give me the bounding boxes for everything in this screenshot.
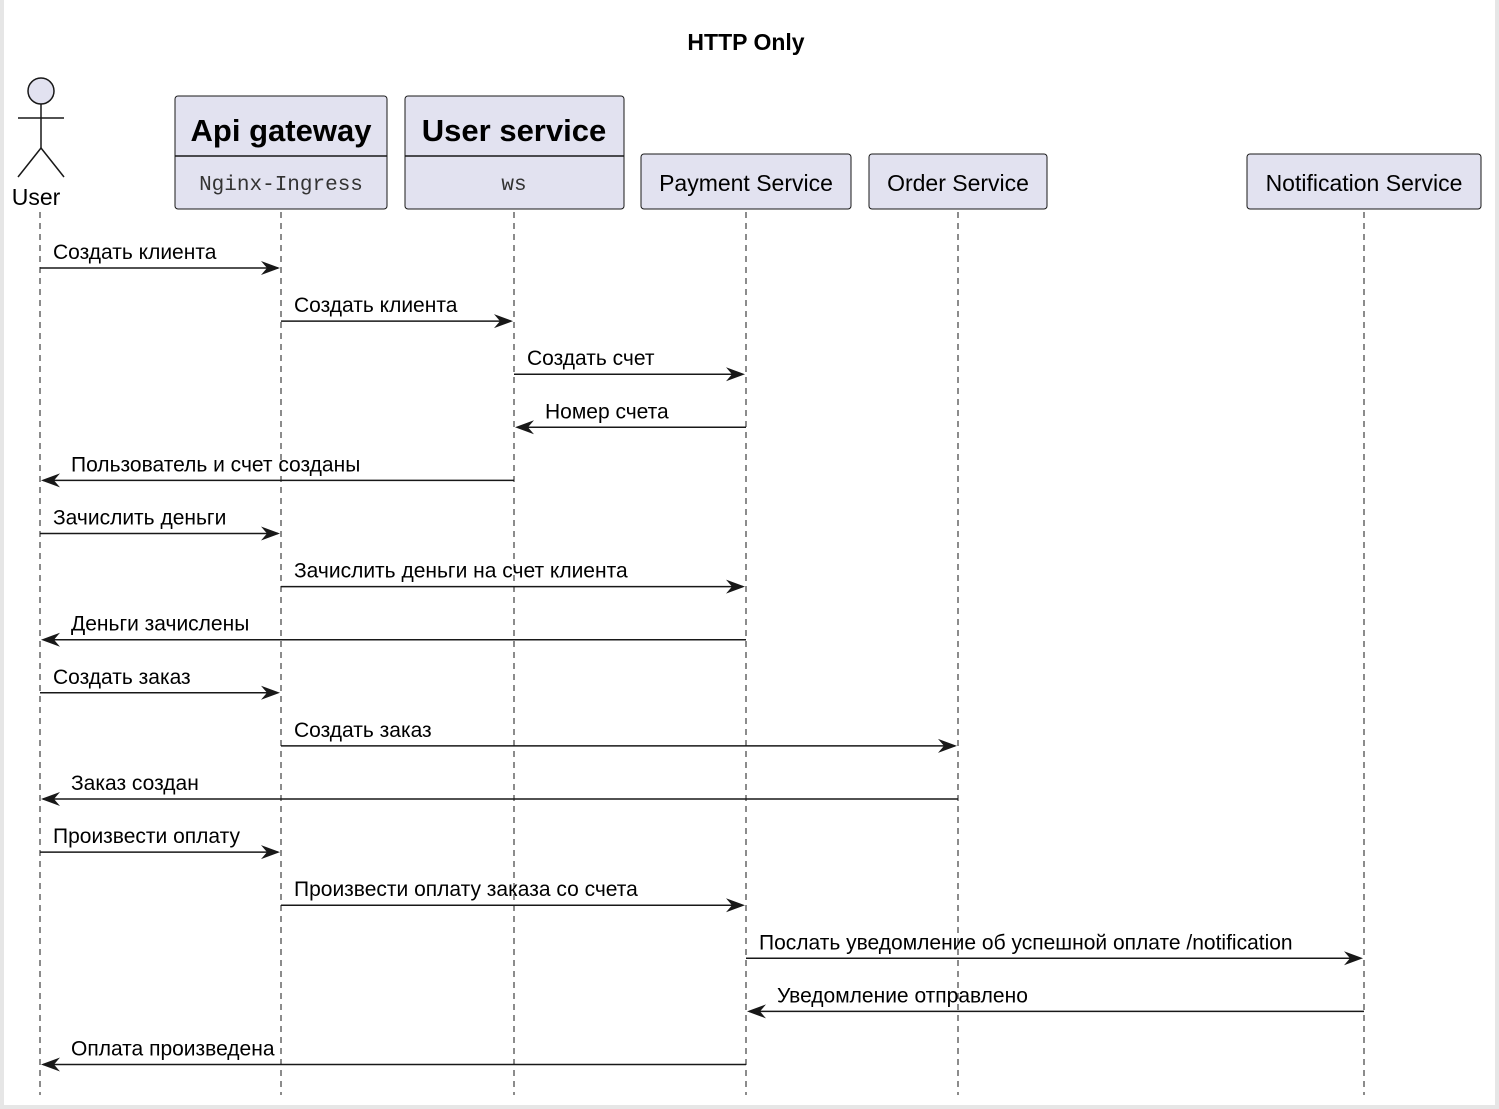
message-arrow: Послать уведомление об успешной оплате /… <box>746 931 1363 966</box>
participant-stereotype: ws <box>501 174 526 197</box>
message-arrow: Зачислить деньги на счет клиента <box>281 560 745 594</box>
participant-box <box>404 95 625 210</box>
arrowhead-icon <box>747 1004 766 1019</box>
message-arrow: Создать клиента <box>281 294 513 329</box>
participant-box <box>868 153 1048 210</box>
message-label: Создать счет <box>527 347 655 370</box>
message-label: Деньги зачислены <box>71 613 249 636</box>
message-label: Послать уведомление об успешной оплате /… <box>759 931 1293 954</box>
message-arrow: Произвести оплату <box>40 825 280 860</box>
message-label: Создать клиента <box>294 294 458 317</box>
message-arrow: Создать клиента <box>40 241 280 275</box>
message-arrow: Номер счета <box>515 400 746 435</box>
arrowhead-icon <box>515 420 534 435</box>
arrowhead-icon <box>41 792 60 806</box>
participant-name: Api gateway <box>191 113 373 148</box>
message-label: Оплата произведена <box>71 1038 275 1061</box>
participant-name: Order Service <box>887 170 1029 196</box>
message-label: Произвести оплату <box>53 825 240 848</box>
message-label: Создать заказ <box>294 719 432 742</box>
message-arrow: Уведомление отправлено <box>747 984 1364 1019</box>
message-label: Номер счета <box>545 400 669 423</box>
message-label: Заказ создан <box>71 772 199 795</box>
participant-notification-service: Notification Service <box>1246 153 1482 210</box>
participant-box <box>1246 153 1482 210</box>
message-arrow: Создать заказ <box>281 719 957 753</box>
arrowhead-icon <box>261 526 280 541</box>
actor-legs-icon <box>17 146 65 178</box>
arrowhead-icon <box>938 738 957 753</box>
participant-box <box>174 95 388 210</box>
participant-box <box>640 153 852 210</box>
arrowhead-icon <box>726 579 745 594</box>
arrowhead-icon <box>41 632 60 647</box>
participant-user: User <box>12 77 65 210</box>
message-label: Уведомление отправлено <box>777 984 1028 1007</box>
arrowhead-icon <box>41 473 60 488</box>
participant-stereotype: Nginx-Ingress <box>199 174 363 197</box>
participant-name: User service <box>422 113 606 148</box>
arrowhead-icon <box>41 1057 60 1072</box>
diagram-title: HTTP Only <box>687 29 804 55</box>
arrowhead-icon <box>726 367 745 382</box>
message-arrow: Деньги зачислены <box>41 613 746 647</box>
participant-name: Payment Service <box>659 170 833 196</box>
arrowhead-icon <box>1344 951 1363 966</box>
arrowhead-icon <box>261 685 280 700</box>
participant-name: User <box>12 184 61 210</box>
arrowhead-icon <box>261 261 280 275</box>
participant-payment-service: Payment Service <box>640 153 852 210</box>
lifelines <box>39 212 1365 1095</box>
participant-user-service: User service ws <box>404 95 625 210</box>
message-arrow: Зачислить деньги <box>40 507 280 541</box>
message-arrow: Произвести оплату заказа со счета <box>281 878 745 913</box>
arrowhead-icon <box>494 314 513 329</box>
message-arrow: Создать счет <box>514 347 745 382</box>
message-label: Создать заказ <box>53 666 191 689</box>
message-arrow: Пользователь и счет созданы <box>41 453 514 488</box>
arrowhead-icon <box>726 898 745 913</box>
actor-head-icon <box>27 77 55 105</box>
arrowhead-icon <box>261 845 280 860</box>
message-arrow: Оплата произведена <box>41 1038 746 1072</box>
message-arrow: Заказ создан <box>41 772 958 806</box>
participant-api-gateway: Api gateway Nginx-Ingress <box>174 95 388 210</box>
participant-order-service: Order Service <box>868 153 1048 210</box>
message-label: Создать клиента <box>53 241 217 264</box>
message-arrow: Создать заказ <box>40 666 280 700</box>
message-label: Зачислить деньги <box>53 507 226 530</box>
message-label: Зачислить деньги на счет клиента <box>294 560 628 583</box>
message-label: Произвести оплату заказа со счета <box>294 878 638 901</box>
message-label: Пользователь и счет созданы <box>71 453 360 476</box>
participant-name: Notification Service <box>1266 170 1463 196</box>
